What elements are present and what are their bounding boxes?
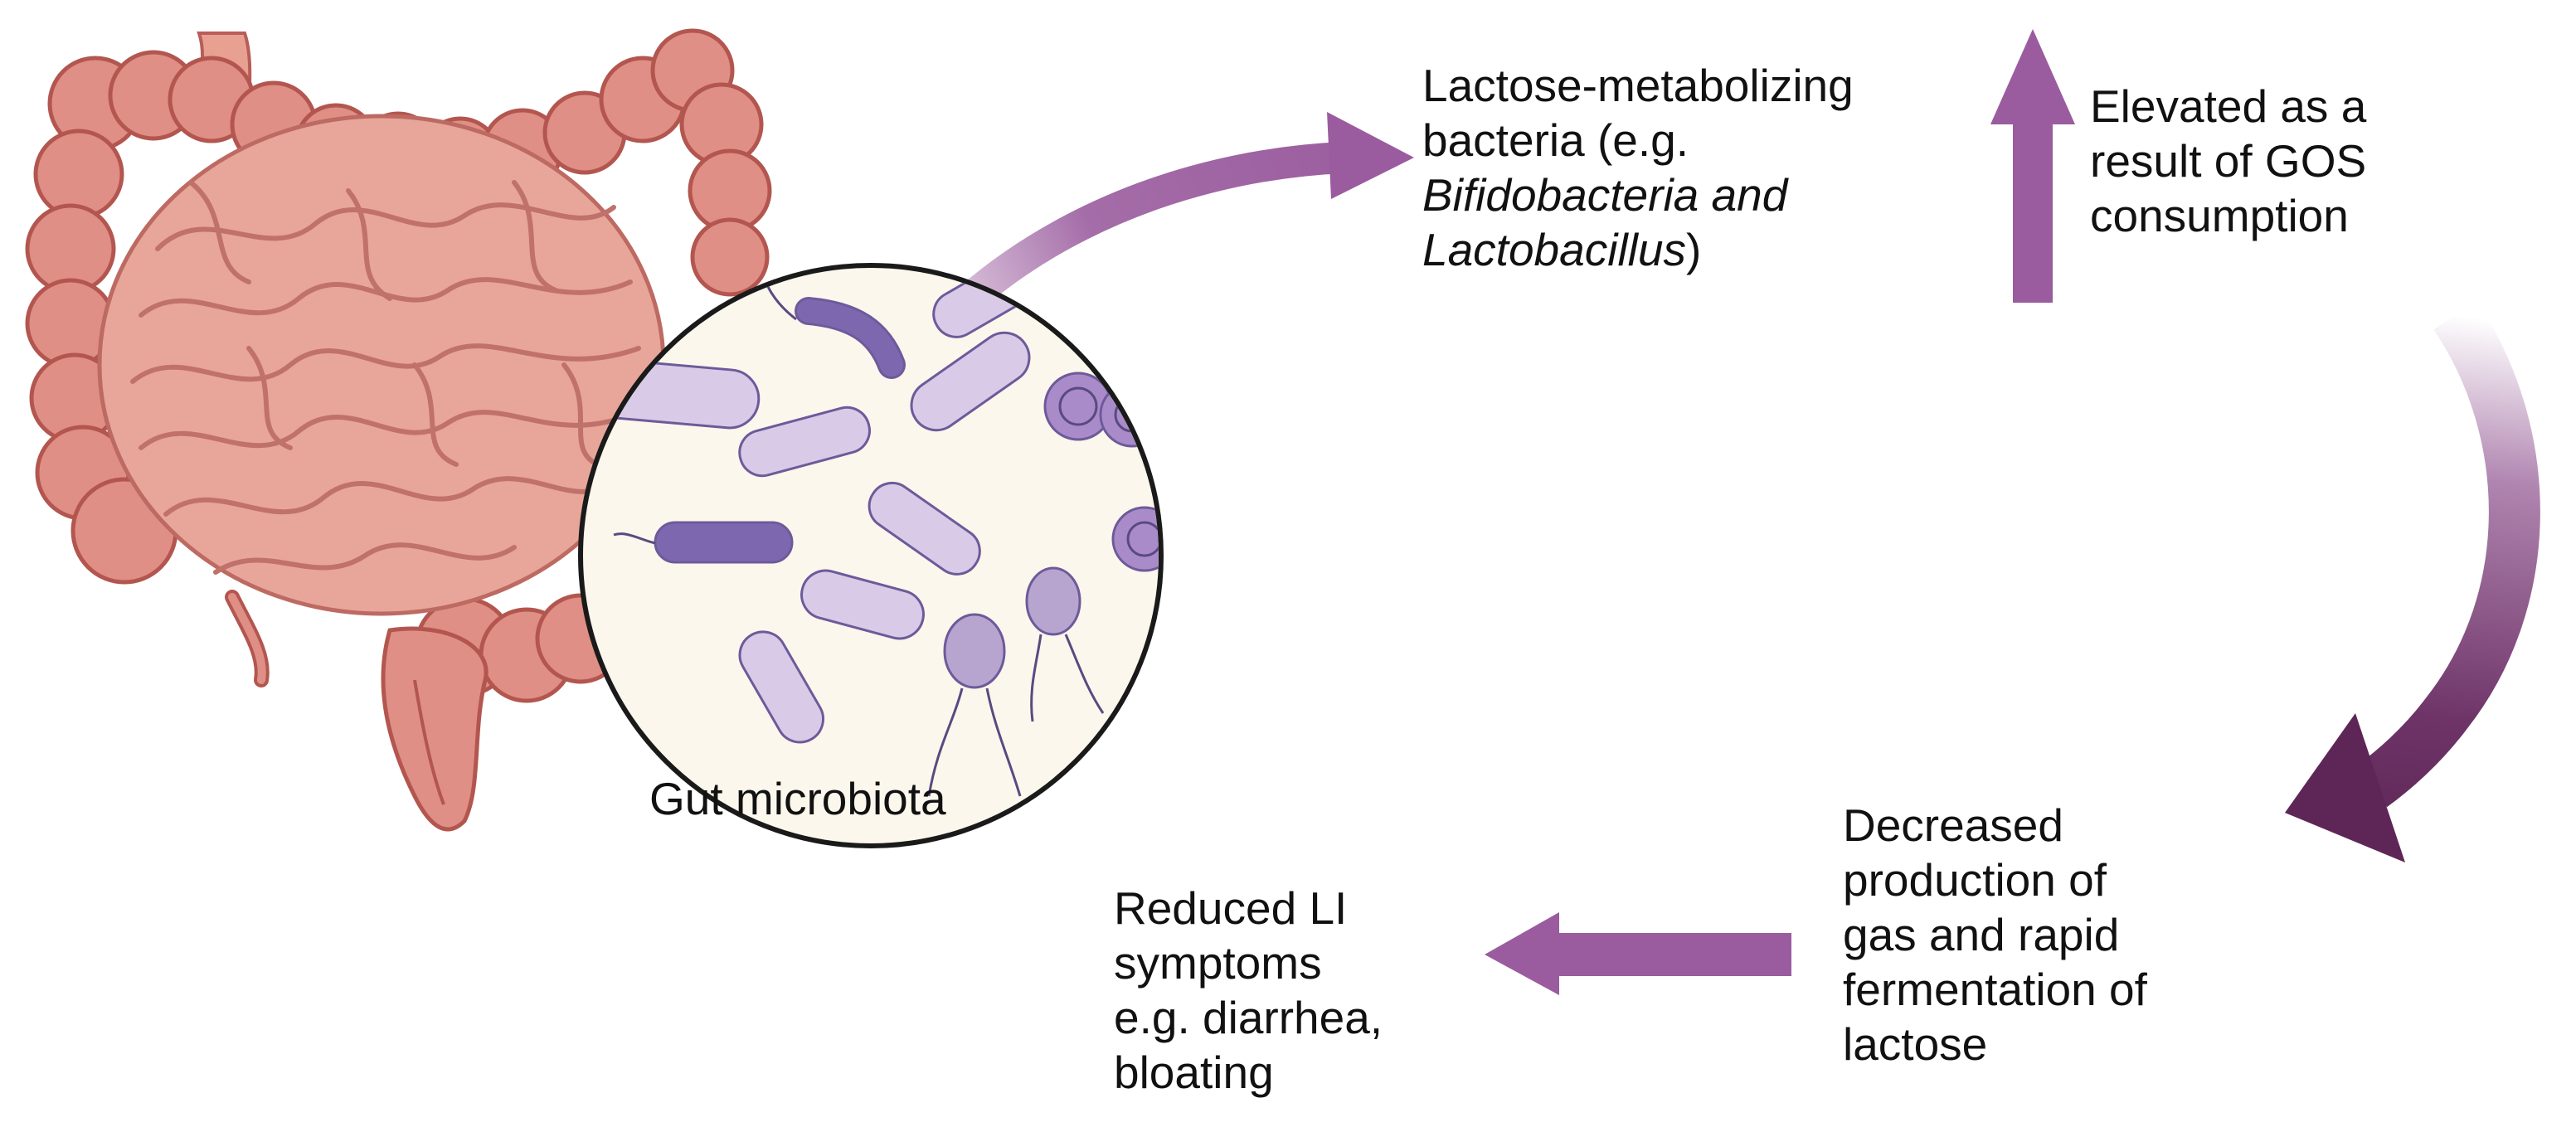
lactobacillus-text: Lactobacillus (1422, 224, 1686, 275)
rectum (381, 626, 488, 832)
elevated-line-1: Elevated as a (2090, 80, 2367, 132)
reduced-line-1: Reduced LI (1114, 882, 1348, 934)
bacteria-line-2: bacteria (e.g. (1422, 114, 1689, 166)
decreased-label: Decreased production of gas and rapid fe… (1843, 798, 2147, 1071)
down-curved-arrow (2285, 300, 2540, 862)
elevated-label: Elevated as a result of GOS consumption (2090, 79, 2366, 243)
curved-arrow-head (1327, 112, 1414, 199)
decreased-line-4: fermentation of (1843, 964, 2147, 1015)
bacteria-label: Lactose-metabolizing bacteria (e.g. Bifi… (1422, 58, 1854, 277)
bacteria-closing-paren: ) (1685, 224, 1702, 275)
decreased-line-1: Decreased (1843, 799, 2063, 851)
bifidobacteria-text: Bifidobacteria and (1422, 169, 1788, 221)
elevated-line-2: result of GOS (2090, 135, 2367, 187)
magnifier-lens (578, 263, 1164, 848)
intestine-illustration (25, 28, 772, 832)
small-intestine (97, 114, 666, 616)
bacteria-line-3: Bifidobacteria and (1422, 168, 1854, 222)
decreased-line-2: production of (1843, 854, 2107, 906)
elevated-line-3: consumption (2090, 190, 2349, 241)
reduced-line-4: bloating (1114, 1047, 1274, 1098)
left-arrow (1485, 912, 1791, 995)
decreased-line-3: gas and rapid (1843, 909, 2120, 960)
decreased-line-5: lactose (1843, 1018, 1988, 1070)
up-arrow (1990, 29, 2075, 303)
reduced-line-2: symptoms (1114, 937, 1322, 989)
reduced-label: Reduced LI symptoms e.g. diarrhea, bloat… (1114, 881, 1383, 1100)
bacteria-line-1: Lactose-metabolizing (1422, 60, 1854, 111)
microbiota-label: Gut microbiota (649, 771, 946, 826)
bacteria-line-4: Lactobacillus) (1422, 222, 1854, 277)
microbiota-text: Gut microbiota (649, 773, 946, 824)
reduced-line-3: e.g. diarrhea, (1114, 992, 1383, 1043)
